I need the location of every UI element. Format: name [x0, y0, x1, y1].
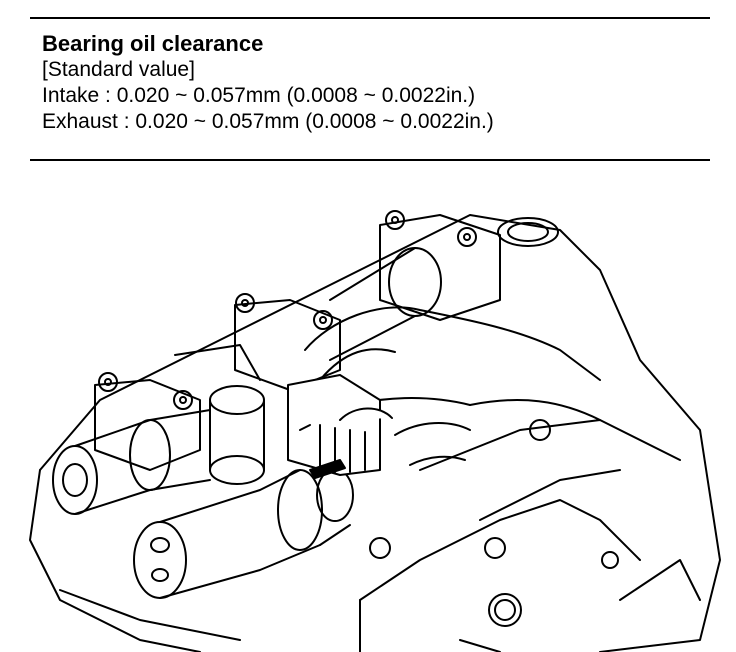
specification-box: Bearing oil clearance [Standard value] I… — [30, 17, 710, 161]
spec-subtitle: [Standard value] — [42, 58, 195, 81]
camshaft-bearing-illustration — [0, 180, 736, 652]
left-bearing-cap — [94, 372, 265, 485]
exhaust-camshaft — [133, 468, 354, 599]
upper-bearing-cap — [329, 210, 559, 361]
hand-with-plastigage-scale — [287, 306, 601, 479]
intake-camshaft — [52, 409, 211, 515]
spec-title: Bearing oil clearance — [42, 31, 264, 56]
spec-exhaust-value: Exhaust : 0.020 ~ 0.057mm (0.0008 ~ 0.00… — [42, 110, 494, 133]
middle-bearing-cap — [174, 293, 341, 391]
head-detail-holes — [359, 419, 619, 652]
spec-intake-value: Intake : 0.020 ~ 0.057mm (0.0008 ~ 0.002… — [42, 84, 476, 107]
cylinder-head — [29, 214, 721, 652]
